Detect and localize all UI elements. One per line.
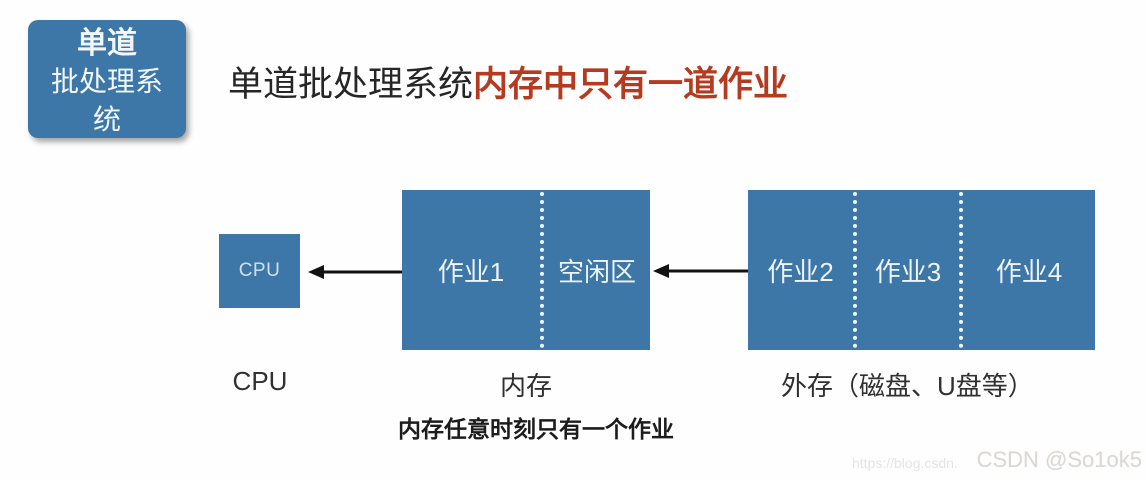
cpu-box-label: CPU <box>238 260 281 281</box>
memory-box: 作业1 空闲区 <box>402 190 650 350</box>
memory-section-job1-label: 作业1 <box>437 256 505 287</box>
external-section-job4: 作业4 <box>963 190 1095 350</box>
external-section-job3-label: 作业3 <box>874 256 942 287</box>
external-storage-box: 作业2 作业3 作业4 <box>748 190 1095 350</box>
external-section-job3: 作业3 <box>857 190 959 350</box>
title-box-line-3: 统 <box>92 105 121 136</box>
title-box-line-1: 单道 <box>77 27 137 60</box>
memory-caption: 内存任意时刻只有一个作业 <box>398 416 674 442</box>
memory-section-free-label: 空闲区 <box>557 256 636 287</box>
arrow-memory-to-cpu <box>308 262 402 282</box>
arrow-line <box>665 269 748 273</box>
heading-highlight-text: 内存中只有一道作业 <box>473 65 789 104</box>
cpu-label: CPU <box>232 366 288 396</box>
arrow-left-head-icon <box>308 265 324 279</box>
arrow-external-to-memory <box>653 261 748 281</box>
memory-partition-divider <box>540 192 544 348</box>
watermark-url-text: https://blog.csdn. <box>852 455 958 471</box>
cpu-box: CPU <box>219 234 300 308</box>
watermark: https://blog.csdn. CSDN @So1ok5 <box>852 447 1146 475</box>
page-title: 单道批处理系统内存中只有一道作业 <box>228 56 788 107</box>
external-section-job2: 作业2 <box>748 190 853 350</box>
title-box: 单道 批处理系 统 <box>28 20 186 138</box>
memory-section-job1: 作业1 <box>402 190 540 350</box>
heading-normal-text: 单道批处理系统 <box>228 65 474 104</box>
external-partition-divider-1 <box>853 192 857 348</box>
arrow-line <box>320 270 402 274</box>
arrow-left-head-icon <box>653 264 669 278</box>
external-section-job2-label: 作业2 <box>767 256 834 287</box>
external-partition-divider-2 <box>959 192 963 348</box>
title-box-line-2: 批处理系 <box>50 67 163 98</box>
external-storage-label: 外存（磁盘、U盘等） <box>781 371 1034 401</box>
memory-label: 内存 <box>499 371 552 401</box>
memory-section-free: 空闲区 <box>544 190 650 350</box>
watermark-handle-text: CSDN @So1ok5 <box>976 447 1142 472</box>
external-section-job4-label: 作业4 <box>995 256 1063 287</box>
